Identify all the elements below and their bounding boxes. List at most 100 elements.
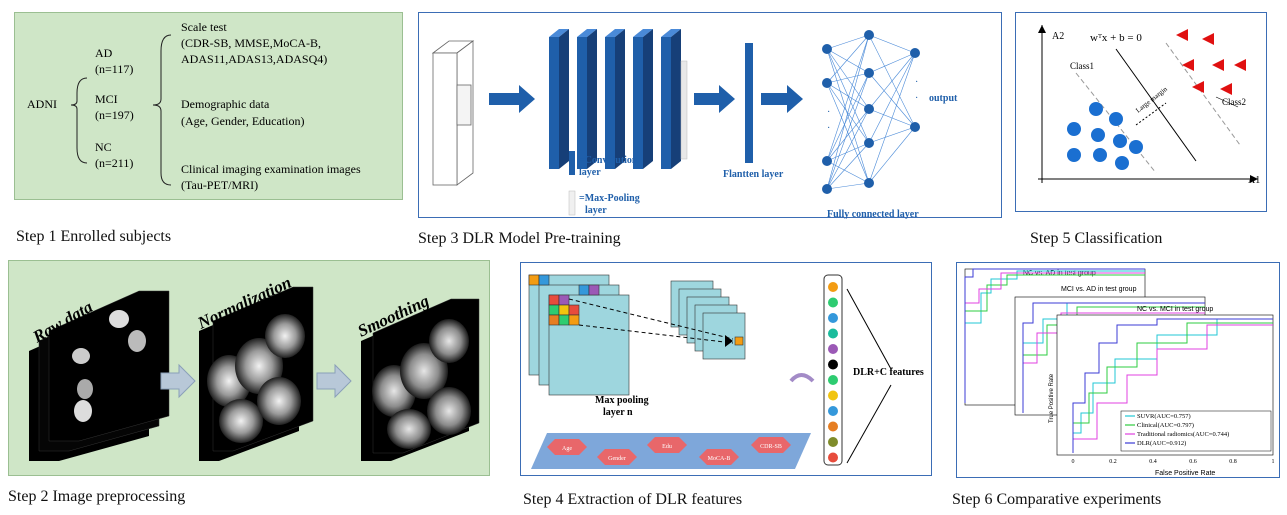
roc-plot-3: NC vs. MCI in test group False Positive … [1049, 306, 1275, 477]
step3-caption: Step 3 DLR Model Pre-training [418, 230, 621, 247]
clinical-hex: MoCA-B [699, 449, 739, 465]
vector-dots [828, 282, 838, 463]
step1-caption: Step 1 Enrolled subjects [16, 228, 172, 245]
conv-legend-swatch [569, 151, 575, 175]
dlr-c-label: DLR+C features [853, 367, 924, 378]
demographic-title: Demographic data [181, 97, 270, 111]
class2-label: Class2 [1222, 97, 1246, 107]
feature-extraction: Max pooling layer n DLR+C features AgeGe… [528, 274, 924, 469]
class2-pointer [1215, 96, 1239, 108]
step6-panel: NC vs. AD in test group MCI vs. AD in te… [956, 262, 1280, 478]
margin-line-2 [1165, 42, 1241, 146]
axis-x-label: A1 [1248, 175, 1260, 186]
fc-nodes [822, 30, 920, 194]
margin-label: Large margin [1134, 85, 1169, 115]
roc-legend-label: Clinical(AUC=0.797) [1137, 422, 1194, 429]
pool-legend-label: =Max-Pooling [579, 193, 640, 204]
clinical-hex-label: CDR-SB [760, 444, 782, 450]
demographic-line1: (Age, Gender, Education) [181, 114, 304, 128]
svm-plot: A1 A2 wᵀx + b = 0 Class1 Class2 Large ma… [1038, 25, 1260, 186]
root-label: ADNI [27, 97, 57, 111]
pool-legend-swatch [568, 190, 576, 216]
vector-dot [828, 421, 838, 432]
fc-network [826, 34, 916, 190]
imaging-title: Clinical imaging examination images [181, 162, 361, 176]
roc-legend-label: SUVR(AUC=0.757) [1137, 413, 1191, 420]
roc-x-tick: 0.4 [1149, 459, 1157, 465]
vector-dot [828, 297, 838, 308]
vector-dot [828, 452, 838, 463]
scale-test-line1: (CDR-SB, MMSE,MoCA-B, [181, 36, 321, 50]
roc-x-tick: 0 [1072, 459, 1075, 465]
flatten-bar [745, 43, 753, 163]
decision-boundary [1115, 48, 1197, 162]
feature-maps-left [528, 274, 630, 396]
preprocessing-figure: Raw data Normalization Smoothing [29, 273, 480, 461]
normalization-stack [199, 286, 314, 461]
group-ad-label: AD [95, 46, 113, 60]
clinical-hex: CDR-SB [751, 437, 791, 453]
smoothing-stack [361, 298, 480, 461]
fc-label: Fully connected layer [827, 209, 919, 219]
clinical-hex-label: MoCA-B [708, 456, 731, 462]
conv-legend-label-2: layer [579, 167, 601, 178]
clinical-hex: Edu [647, 437, 687, 453]
enrollment-tree: ADNI AD (n=117) MCI (n=197) NC (n=211) S… [27, 20, 361, 192]
output-label: output [929, 93, 958, 104]
y-axis-arrowhead [1038, 25, 1046, 33]
flatten-label: Flantten layer [723, 169, 784, 180]
axis-y-label: A2 [1052, 31, 1064, 42]
step5-caption: Step 5 Classification [1030, 230, 1163, 247]
class1-label: Class1 [1070, 61, 1094, 71]
raw-data-stack [29, 290, 170, 461]
roc-x-tick: 1 [1272, 459, 1275, 465]
roc-ylabel: True Positive Rate [1049, 373, 1055, 423]
pool-label: Max pooling [595, 395, 649, 406]
roc-xlabel: False Positive Rate [1155, 470, 1215, 477]
step4-caption: Step 4 Extraction of DLR features [523, 491, 743, 508]
group-nc-label: NC [95, 140, 112, 154]
clinical-hex: Gender [597, 449, 637, 465]
arrow-2 [316, 363, 352, 399]
scale-test-title: Scale test [181, 20, 227, 34]
vector-dot [828, 359, 838, 370]
vector-dot [828, 375, 838, 385]
scale-test-line2: ADAS11,ADAS13,ADASQ4) [181, 52, 327, 66]
fc-dots-1: · [827, 107, 830, 118]
pool-label-2: layer n [603, 407, 633, 418]
step5-panel: A1 A2 wᵀx + b = 0 Class1 Class2 Large ma… [1015, 12, 1267, 212]
input-volume [431, 40, 475, 186]
vector-brace-bottom [846, 384, 892, 464]
fc-dots-3: · [915, 77, 918, 88]
step2-panel: Raw data Normalization Smoothing [8, 260, 490, 476]
clinical-hex: Age [547, 439, 587, 455]
clinical-hex-label: Age [562, 446, 572, 452]
vector-dot [828, 406, 838, 416]
roc-legend-items: SUVR(AUC=0.757) Clinical(AUC=0.797) Tradit… [1125, 413, 1229, 447]
vector-dot [828, 328, 838, 339]
roc-legend-label: Traditional radiomics(AUC=0.744) [1137, 431, 1229, 438]
group-mci-count: (n=197) [95, 108, 134, 122]
roc-curves: NC vs. AD in test group MCI vs. AD in te… [964, 268, 1275, 477]
cnn-architecture: · · · · output Fully connected layer Fla… [431, 29, 958, 220]
root-brace [70, 77, 88, 164]
roc-legend [1120, 410, 1272, 452]
arrow-to-flatten [694, 85, 735, 113]
vector-dot [828, 344, 838, 354]
vector-dot [828, 390, 838, 401]
cycle-arrow [789, 373, 815, 383]
group-nc-count: (n=211) [95, 156, 133, 170]
fc-dots-4: · [915, 93, 918, 104]
arrow-to-conv [489, 85, 535, 113]
roc-x-tick: 0.2 [1109, 459, 1117, 465]
clinical-hex-label: Gender [608, 456, 626, 462]
group-ad-count: (n=117) [95, 62, 133, 76]
step2-caption: Step 2 Image preprocessing [8, 488, 186, 505]
feature-maps-right [670, 280, 746, 360]
arrow-1 [160, 363, 196, 399]
roc-x-tick: 0.6 [1189, 459, 1197, 465]
step3-panel: · · · · output Fully connected layer Fla… [418, 12, 1002, 220]
